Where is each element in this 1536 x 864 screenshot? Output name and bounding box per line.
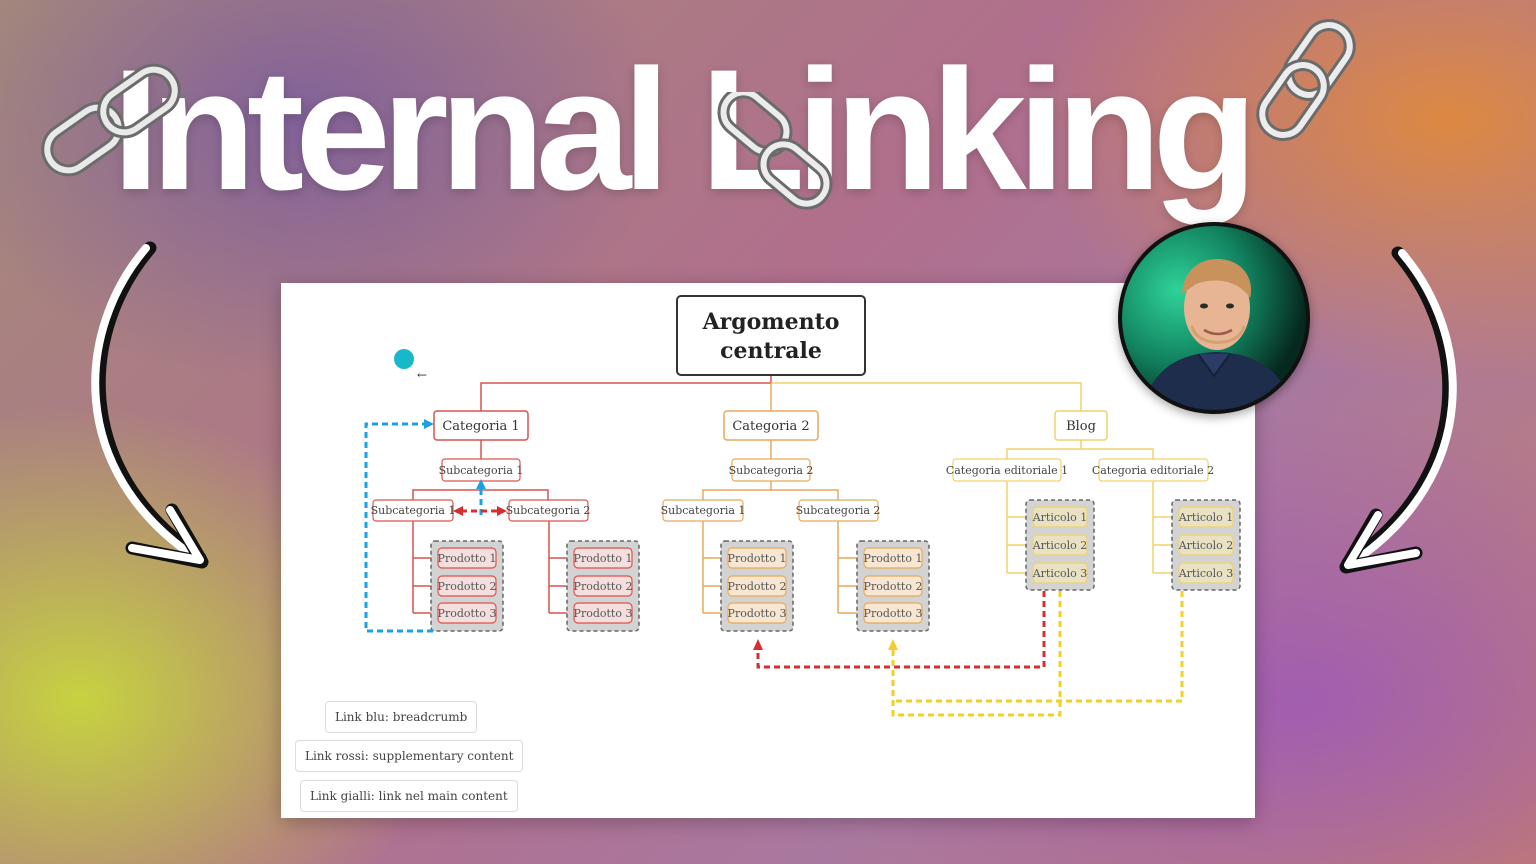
diagram-panel: Argomento centrale Categoria 1 Categoria… <box>281 283 1255 818</box>
editorial-category-2: Categoria editoriale 2 <box>1092 464 1214 477</box>
product-item: Prodotto 1 <box>864 552 923 565</box>
legend-red: Link rossi: supplementary content <box>295 740 524 772</box>
product-item: Prodotto 2 <box>728 580 787 593</box>
category-2-label: Categoria 2 <box>732 419 809 434</box>
yellow-main-links <box>891 591 1184 717</box>
product-item: Prodotto 1 <box>574 552 633 565</box>
cat2-subcategory-b: Subcategoria 2 <box>796 504 881 517</box>
cat2-subcategory-a: Subcategoria 1 <box>661 504 746 517</box>
product-item: Prodotto 3 <box>574 607 633 620</box>
blue-arrowhead <box>424 419 434 429</box>
cat2-products-a: Prodotto 1 Prodotto 2 Prodotto 3 <box>727 547 787 624</box>
product-item: Prodotto 2 <box>574 580 633 593</box>
cat1-subcategory-b: Subcategoria 2 <box>506 504 591 517</box>
chain-icon-left <box>41 63 181 177</box>
cat2-products-b: Prodotto 1 Prodotto 2 Prodotto 3 <box>863 547 923 624</box>
product-item: Prodotto 2 <box>864 580 923 593</box>
avatar-photo <box>1122 226 1306 410</box>
product-item: Prodotto 2 <box>438 580 497 593</box>
article-item: Articolo 1 <box>1032 511 1088 524</box>
blog-articles-2: Articolo 1 Articolo 2 Articolo 3 <box>1178 506 1234 584</box>
curved-arrow-icon-left <box>91 241 209 569</box>
cat1-products-b: Prodotto 1 Prodotto 2 Prodotto 3 <box>573 547 633 624</box>
cursor-arrow-icon: ← <box>417 368 427 382</box>
site-structure-diagram: Argomento centrale Categoria 1 Categoria… <box>364 295 1241 717</box>
cat1-products-a: Prodotto 1 Prodotto 2 Prodotto 3 <box>437 547 497 624</box>
cat2-subcategory: Subcategoria 2 <box>729 464 814 477</box>
article-item: Articolo 3 <box>1178 567 1234 580</box>
blog-articles-1: Articolo 1 Articolo 2 Articolo 3 <box>1032 506 1088 584</box>
product-item: Prodotto 3 <box>438 607 497 620</box>
root-line-2: centrale <box>720 338 822 364</box>
chain-icon-right <box>1256 19 1356 141</box>
blue-arrowhead <box>476 479 486 489</box>
article-item: Articolo 2 <box>1178 539 1234 552</box>
legend-yellow: Link gialli: link nel main content <box>300 780 518 812</box>
article-item: Articolo 2 <box>1032 539 1088 552</box>
product-item: Prodotto 3 <box>864 607 923 620</box>
root-line-1: Argomento <box>702 309 840 335</box>
cat1-subcategory-a: Subcategoria 1 <box>371 504 456 517</box>
blog-label: Blog <box>1066 419 1096 434</box>
article-item: Articolo 1 <box>1178 511 1234 524</box>
avatar <box>1118 222 1310 414</box>
headline: Internal Linking <box>112 34 1258 226</box>
editorial-category-1: Categoria editoriale 1 <box>946 464 1068 477</box>
article-item: Articolo 3 <box>1032 567 1088 580</box>
product-item: Prodotto 1 <box>438 552 497 565</box>
product-item: Prodotto 1 <box>728 552 787 565</box>
category-1-label: Categoria 1 <box>442 419 519 434</box>
curved-arrow-icon-right <box>1339 246 1457 574</box>
legend-blue: Link blu: breadcrumb <box>325 701 478 733</box>
product-item: Prodotto 3 <box>728 607 787 620</box>
red-supplementary-links <box>461 509 1046 669</box>
cat1-subcategory: Subcategoria 1 <box>439 464 524 477</box>
chain-icon-center <box>717 92 833 210</box>
cursor-dot <box>394 349 414 369</box>
